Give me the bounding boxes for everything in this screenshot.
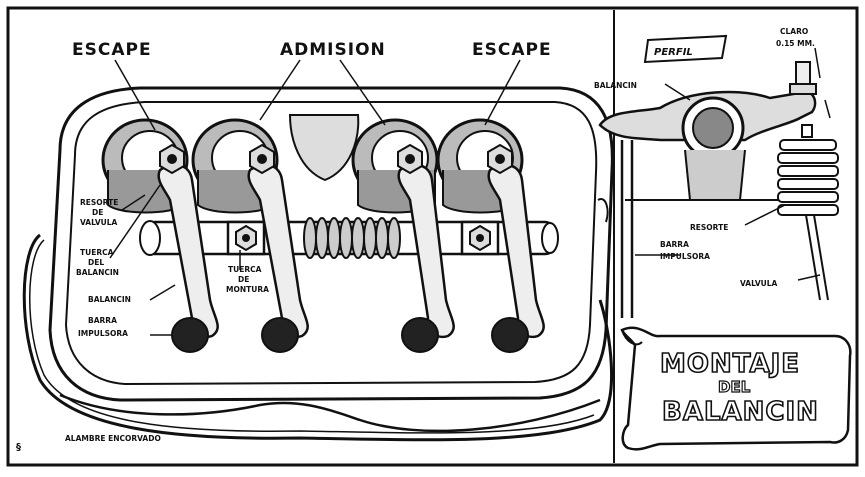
- profile-adjuster-nut: [789, 83, 817, 95]
- profile-valve-spring: [777, 139, 839, 216]
- label-resorte-profile: RESORTE: [690, 223, 728, 232]
- title-scroll-curl: [621, 329, 643, 346]
- rocker-arm-2: [247, 143, 309, 339]
- label-admision: ADMISION: [280, 40, 386, 60]
- profile-valve-tip: [801, 124, 813, 138]
- label-resorte-valvula-1: RESORTE: [80, 198, 118, 207]
- mount-nut-right: [460, 220, 500, 256]
- profile-view: [597, 34, 839, 318]
- label-alambre: ALAMBRE ENCORVADO: [65, 434, 161, 443]
- cover-gasket-inner: [64, 101, 598, 386]
- label-escape-left: ESCAPE: [72, 40, 152, 60]
- outer-frame: [6, 6, 859, 467]
- label-balancin-profile: BALANCIN: [594, 81, 637, 90]
- pushrod-cups: [171, 317, 529, 353]
- shaft-spring: [303, 217, 401, 259]
- label-barra-profile-2: IMPULSORA: [660, 252, 710, 261]
- corner-mark: §: [16, 442, 21, 453]
- bent-wire: [22, 233, 614, 442]
- rocker-arm-1: [157, 143, 219, 339]
- flange-wave: [59, 393, 601, 433]
- mount-nut-left: [226, 220, 266, 256]
- leader-lines-main: [109, 59, 521, 336]
- profile-pivot-shaft: [692, 107, 734, 149]
- label-resorte-valvula-2: DE: [92, 208, 103, 217]
- title-line-1: MONTAJE: [660, 349, 800, 379]
- rocker-cover-assembly: [22, 86, 614, 442]
- label-barra-main-2: IMPULSORA: [78, 329, 128, 338]
- label-tuerca-balancin-3: BALANCIN: [76, 268, 119, 277]
- leader-lines-profile: [635, 47, 831, 281]
- label-claro-2: 0.15 MM.: [776, 39, 815, 48]
- intake-boss: [288, 114, 360, 182]
- bent-wire-inner: [29, 239, 595, 434]
- shaft-end-right: [541, 222, 559, 254]
- rocker-arm-4: [487, 143, 545, 339]
- profile-pedestal: [684, 149, 746, 201]
- profile-valve-stem-b: [813, 214, 829, 301]
- shaft-end-left: [139, 220, 161, 256]
- label-barra-profile-1: BARRA: [660, 240, 689, 249]
- title-scroll-shape: [620, 326, 852, 451]
- label-tuerca-balancin-1: TUERCA: [80, 248, 114, 257]
- label-escape-right: ESCAPE: [472, 40, 552, 60]
- label-tuerca-montura-2: DE: [238, 275, 249, 284]
- label-perfil: PERFIL: [654, 47, 693, 58]
- title-scroll: [620, 326, 852, 451]
- rocker-arm-3: [397, 143, 455, 339]
- label-tuerca-montura-1: TUERCA: [228, 265, 262, 274]
- label-valvula-profile: VALVULA: [740, 279, 778, 288]
- profile-valve-stem-a: [805, 214, 821, 301]
- label-barra-main-1: BARRA: [88, 316, 117, 325]
- label-tuerca-balancin-2: DEL: [88, 258, 104, 267]
- label-resorte-valvula-3: VALVULA: [80, 218, 118, 227]
- title-line-2: DEL: [718, 378, 751, 396]
- title-line-3: BALANCIN: [662, 397, 819, 427]
- profile-bracket-mark: [597, 198, 609, 223]
- label-claro-1: CLARO: [780, 27, 808, 36]
- cover-gasket-outer: [48, 86, 614, 402]
- perfil-tag: [643, 34, 728, 64]
- label-balancin-main: BALANCIN: [88, 295, 131, 304]
- label-tuerca-montura-3: MONTURA: [226, 285, 269, 294]
